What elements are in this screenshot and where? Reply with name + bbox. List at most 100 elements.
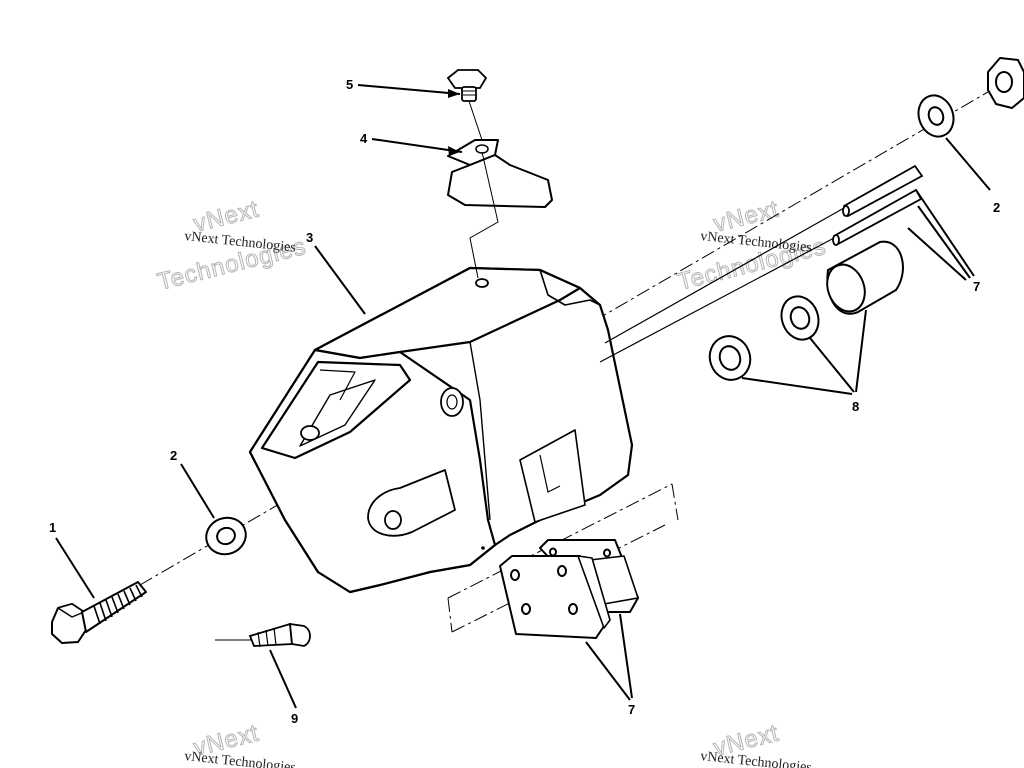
grease-fitting-thread — [273, 627, 277, 646]
watermark-small: vNext Technologies — [184, 749, 297, 768]
leader-7-bottom-a — [585, 641, 631, 701]
washer-inner — [927, 106, 945, 126]
watermark-top-left: vNext Technologies vNext Technologies — [154, 195, 309, 296]
callout-5: 5 — [346, 77, 353, 92]
bushing-face — [826, 263, 866, 313]
pin-long-end — [842, 205, 850, 217]
housing-cavity-rib — [299, 379, 376, 447]
watermark-bottom-right: vNext vNext Technologies — [700, 719, 813, 768]
bushing-large — [826, 240, 904, 315]
bolt-thread — [105, 599, 113, 618]
grease-fitting-tip — [288, 622, 311, 647]
washer-inner — [216, 526, 236, 546]
leader-1 — [55, 537, 95, 599]
bolt-thread — [123, 590, 131, 606]
main-axis-centerline — [139, 84, 1001, 586]
pad-front — [499, 547, 611, 639]
pad-hole-rear — [549, 547, 557, 557]
leader-5 — [357, 84, 461, 95]
pad-hole-rear — [603, 548, 611, 558]
grease-fitting-body — [248, 622, 293, 647]
housing-mark-dot — [481, 546, 485, 550]
leader-7-bottom-b — [619, 613, 633, 699]
bolt-shank — [81, 581, 147, 633]
bolt-threads — [93, 584, 143, 625]
leader-3 — [314, 245, 366, 315]
pin-centerline-cap-left — [447, 597, 453, 633]
housing-lug-hole — [384, 510, 402, 530]
washer-right — [917, 94, 955, 138]
pin-guide-lower — [599, 237, 835, 363]
bushing-small — [708, 335, 752, 381]
grease-fitting — [215, 622, 311, 648]
bushing-inner — [789, 306, 811, 330]
arrowhead-4 — [448, 146, 460, 156]
fitting-hex-base — [446, 69, 488, 89]
leader-arrowheads — [448, 89, 460, 156]
leader-7-top-a — [915, 189, 975, 277]
pin-centerline-cap-right — [671, 483, 679, 521]
pad-hole — [568, 603, 578, 615]
bracket-alignment-line — [469, 151, 499, 279]
housing-side-edge — [469, 341, 491, 521]
housing-cavity-rib-2 — [319, 369, 356, 401]
nut — [987, 57, 1024, 109]
callout-4: 4 — [360, 131, 368, 146]
bolt-thread — [129, 587, 137, 602]
bolt-thread — [99, 602, 107, 622]
bushing-inner — [718, 345, 742, 371]
housing-grease-port — [300, 425, 320, 441]
pin-guide-upper — [604, 207, 845, 344]
arrowhead-5 — [448, 89, 460, 98]
washer-left — [205, 516, 247, 556]
leader-lines — [55, 84, 991, 709]
bracket — [447, 139, 553, 208]
pins-top — [599, 164, 924, 363]
housing-side-slot — [519, 429, 586, 523]
callout-9: 9 — [291, 711, 298, 726]
leader-8-c — [855, 309, 867, 393]
watermark-bottom-left: vNext vNext Technologies — [184, 719, 297, 768]
bracket-body — [447, 154, 553, 208]
leader-8-b — [809, 337, 855, 393]
pad-hole — [510, 569, 520, 581]
callout-2-left: 2 — [170, 448, 177, 463]
callout-2-right: 2 — [993, 200, 1000, 215]
housing-cavity — [260, 360, 412, 460]
leader-8-a — [741, 377, 853, 395]
callout-labels: 1 2 2 3 4 5 7 7 8 9 — [49, 77, 1000, 726]
bolt-thread — [135, 584, 143, 598]
pad-front-lining — [577, 555, 611, 629]
leader-7-top-c — [907, 227, 967, 281]
leader-9 — [269, 649, 297, 709]
grease-fitting-thread — [265, 629, 269, 647]
callout-1: 1 — [49, 520, 56, 535]
callout-8: 8 — [852, 399, 859, 414]
grease-fitting-thread — [257, 631, 261, 648]
housing-top-hole — [475, 278, 489, 288]
bolt-thread — [117, 593, 125, 610]
housing-holes — [300, 278, 489, 550]
bracket-hole — [475, 144, 489, 154]
leader-2-right — [945, 137, 991, 191]
housing-side-slot-detail — [539, 454, 561, 493]
pin-short-end — [832, 234, 840, 246]
fitting-shank — [461, 86, 477, 102]
leader-7-top-b — [917, 205, 971, 279]
fitting-top — [446, 69, 488, 141]
housing-pivot-bore-inner — [446, 394, 458, 410]
bolt-thread — [111, 596, 119, 614]
pad-hole — [557, 565, 567, 577]
bushing-medium — [780, 295, 820, 341]
main-housing — [248, 266, 634, 594]
callout-3: 3 — [306, 230, 313, 245]
callout-7-top: 7 — [973, 279, 980, 294]
leader-2-left — [180, 463, 215, 519]
callout-7-bottom: 7 — [628, 702, 635, 717]
fitting-axis — [468, 100, 483, 141]
housing-side-ledge — [539, 269, 601, 306]
leader-4 — [371, 138, 463, 153]
pad-hole — [521, 603, 531, 615]
bolt-thread — [93, 605, 101, 625]
